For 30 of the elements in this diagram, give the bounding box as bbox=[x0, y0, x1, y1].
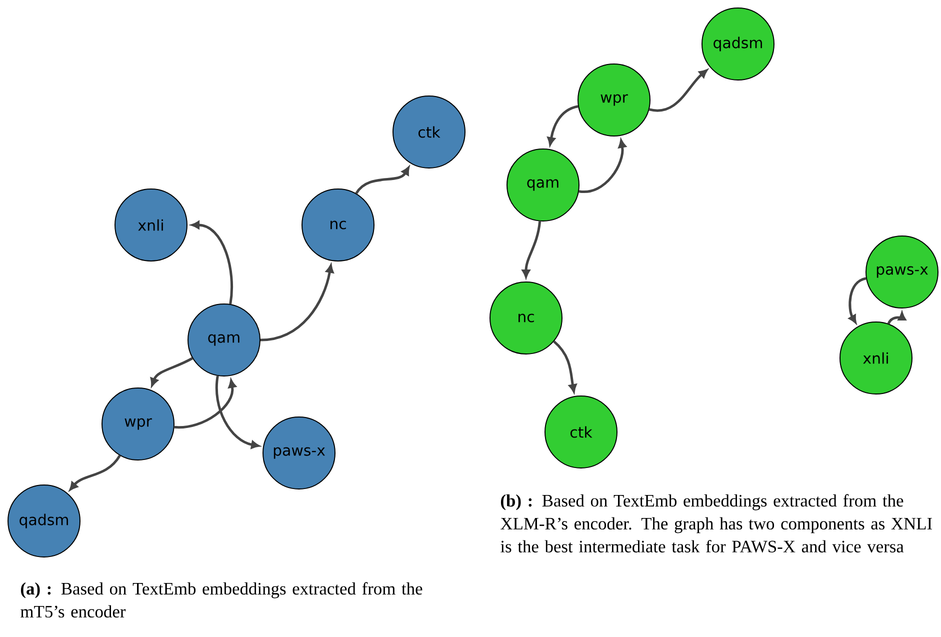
graph-node: qadsm bbox=[8, 484, 80, 558]
arrow bbox=[191, 221, 234, 304]
graph-node: wpr bbox=[102, 388, 174, 460]
graph-node: qam bbox=[188, 304, 260, 376]
graph-node: nc bbox=[302, 188, 374, 262]
arrow bbox=[547, 105, 578, 146]
arrow bbox=[848, 277, 866, 324]
arrow bbox=[174, 380, 236, 429]
caption: (b) : Based on TextEmb embeddings extracted from the XLM-R’s encoder. The graph has two components as XNLI is the best intermediate task for PAWS-X and vice versa bbox=[500, 494, 932, 553]
arrow bbox=[553, 340, 577, 392]
graph-node: paws-x bbox=[866, 236, 938, 308]
arrow bbox=[649, 69, 708, 112]
graph-node: xnli bbox=[114, 188, 188, 262]
arrow bbox=[150, 357, 193, 386]
arrow bbox=[216, 376, 260, 449]
arrow bbox=[887, 312, 906, 324]
graph-node: qadsm bbox=[702, 8, 774, 80]
graph-node: ctk bbox=[392, 96, 466, 168]
graph-node: xnli bbox=[840, 322, 912, 394]
graph-node: ctk bbox=[544, 396, 618, 468]
graph-node: nc bbox=[490, 282, 562, 354]
caption: (a) : Based on TextEmb embeddings extracted from the mT5’s encoder bbox=[20, 582, 422, 618]
arrow bbox=[355, 166, 410, 194]
arrow bbox=[578, 140, 626, 193]
graph-node: paws-x bbox=[262, 416, 336, 490]
arrow bbox=[69, 454, 121, 490]
graph-node: wpr bbox=[578, 64, 650, 136]
arrow bbox=[522, 221, 542, 278]
arrow bbox=[260, 264, 334, 342]
graph-node: qam bbox=[506, 148, 580, 222]
